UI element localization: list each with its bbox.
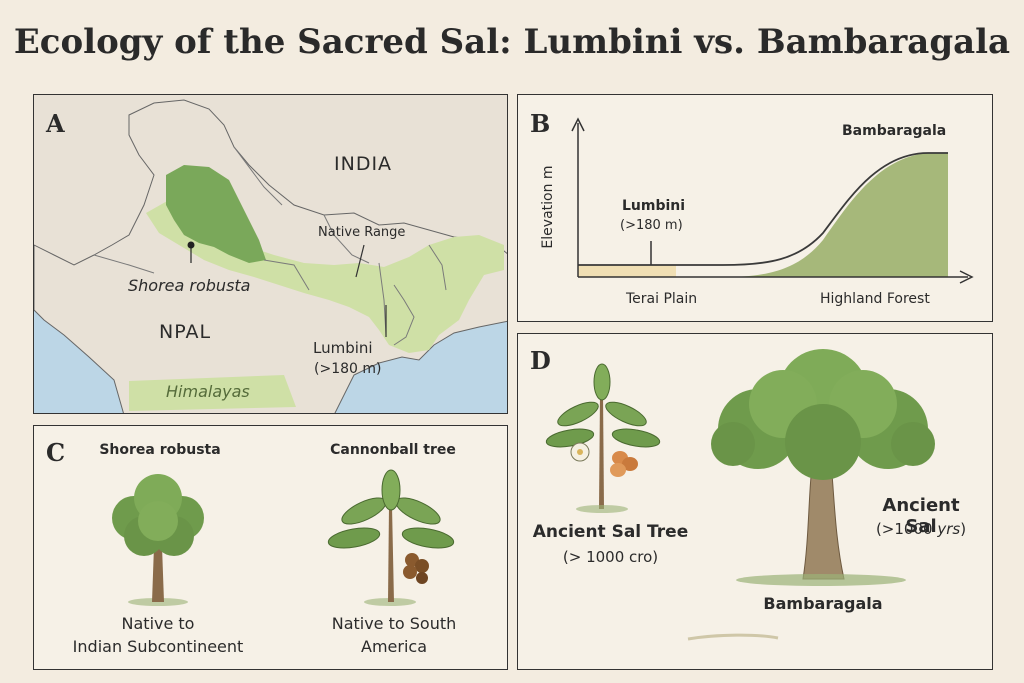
shorea-tree-icon [112, 474, 204, 606]
native-range-dark [166, 165, 266, 263]
sea-west [34, 310, 124, 413]
species-illustrations [112, 469, 455, 606]
big-tree-sub-suffix: ) [960, 520, 967, 538]
native-range-pointer [355, 244, 365, 278]
label-nepal: NPAL [159, 321, 212, 343]
shorea-caption-1: Native to [121, 614, 195, 633]
shorea-caption-2: Indian Subcontineent [72, 637, 244, 656]
map-canvas [34, 99, 507, 413]
himalayas-band [129, 375, 296, 411]
small-tree-sub: (> 1000 cro) [562, 548, 659, 566]
cannonball-title: Cannonball tree [330, 442, 456, 458]
terai-area [578, 265, 676, 277]
elevation-ylabel: Elevation m [540, 165, 556, 249]
ancient-trees [545, 349, 935, 641]
highland-area [676, 153, 948, 277]
panel-d-label: D [530, 346, 551, 375]
big-tree-sub-prefix: (>1000 [875, 520, 938, 538]
panel-d-ancient: D Anci [517, 333, 993, 670]
panel-a-label: A [46, 109, 65, 138]
elevation-lumbini-label: Lumbini [622, 198, 686, 214]
elevation-chart [571, 117, 974, 284]
x-label-highland: Highland Forest [820, 291, 930, 307]
panel-c-species: C Shorea robusta Cannonball tree Na [33, 425, 508, 670]
big-tree-sub-italic: yrs [937, 520, 961, 538]
big-tree-sub: (>1000 yrs) [866, 520, 976, 538]
y-axis-arrow [571, 117, 585, 132]
panel-b-label: B [530, 109, 551, 138]
panel-c-label: C [46, 438, 66, 467]
cannonball-tree-icon [327, 469, 455, 606]
shorea-title: Shorea robusta [99, 442, 221, 458]
border-line-2 [393, 244, 447, 346]
small-tree-title: Ancient Sal Tree [532, 522, 689, 542]
label-himalayas: Himalayas [166, 382, 250, 401]
small-sal-tree-icon [545, 363, 661, 513]
species-dot [187, 241, 195, 249]
big-tree-place: Bambaragala [763, 594, 883, 613]
india-outline [34, 99, 507, 413]
cannonball-caption-1: Native to South [331, 614, 457, 633]
label-native-range: Native Range [318, 225, 406, 240]
elevation-peak-label: Bambaragala [842, 123, 947, 139]
label-lumbini: Lumbini [313, 339, 373, 357]
label-lumbini-elev: (>180 m) [314, 361, 382, 377]
x-label-terai: Terai Plain [626, 291, 698, 307]
ground-mark [687, 633, 779, 641]
elevation-line [578, 152, 948, 266]
panel-a-map: A INDIA Native Range Shorea robusta NPAL… [33, 94, 508, 414]
cannonball-caption-2: America [361, 637, 427, 656]
x-axis-arrow [959, 270, 974, 284]
panel-b-elevation: B Elevation m Bambaragala Lumbini (>180 … [517, 94, 993, 322]
big-sal-tree-icon [711, 349, 935, 586]
page-title: Ecology of the Sacred Sal: Lumbini vs. B… [13, 22, 1011, 62]
border-line-1 [93, 146, 387, 336]
label-india: INDIA [334, 153, 393, 175]
big-tree-title: Ancient Sal [882, 495, 960, 537]
label-species: Shorea robusta [128, 276, 251, 295]
sea-bay [335, 321, 507, 413]
elevation-lumbini-elev: (>180 m) [620, 218, 683, 233]
